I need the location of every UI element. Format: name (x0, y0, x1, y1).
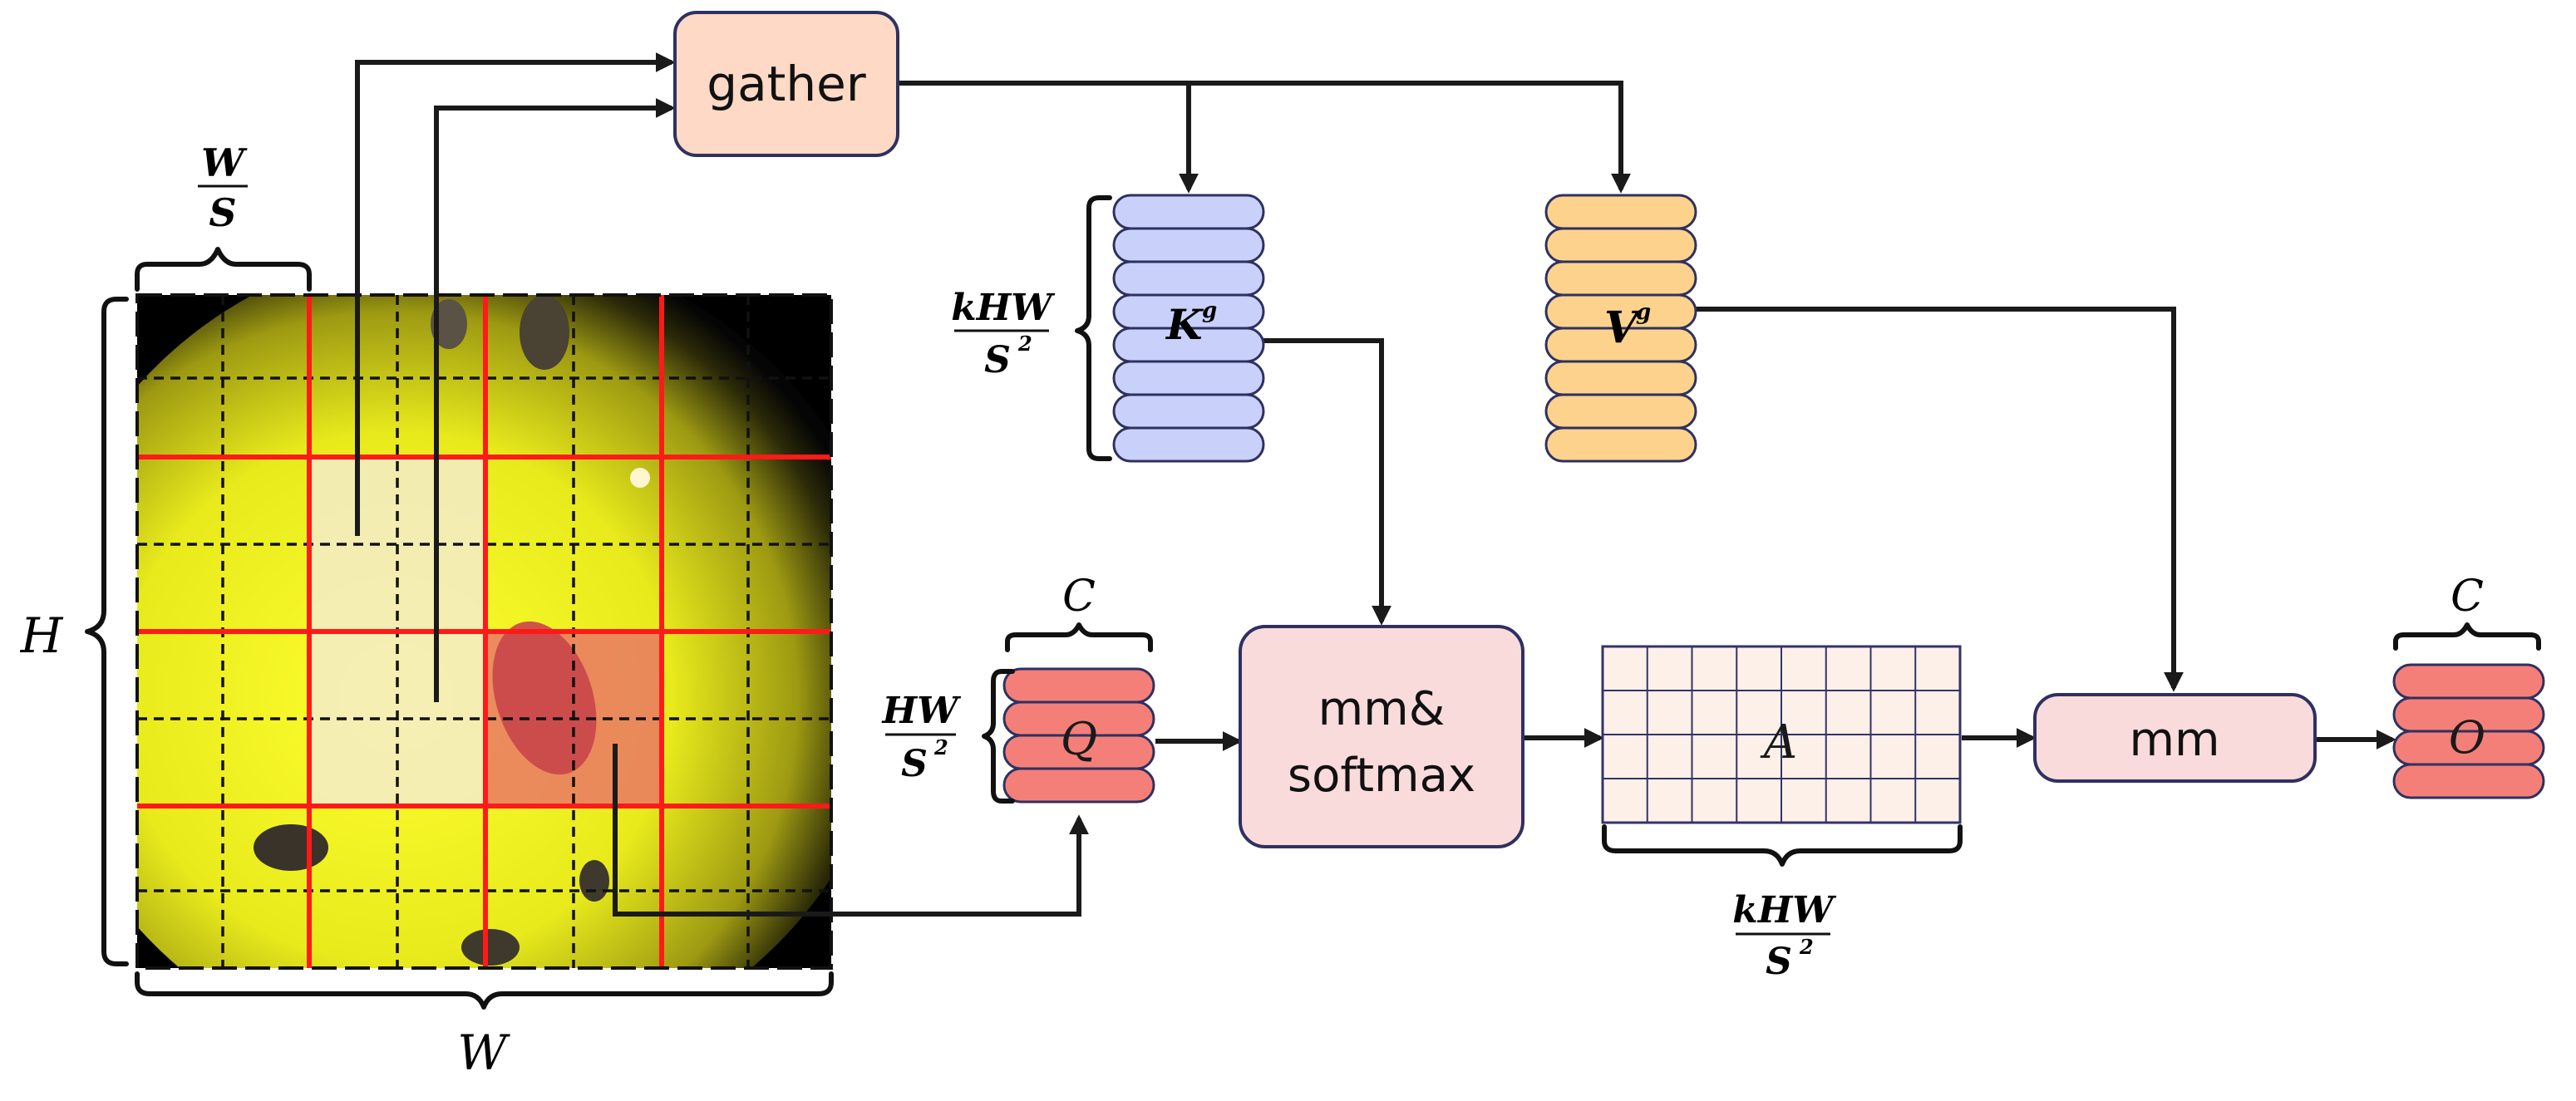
query-rows-numerator: HW (881, 690, 963, 732)
arrow-gather-to-value (898, 81, 1631, 194)
attention-cols-exponent: 2 (1799, 935, 1814, 959)
key-symbol-superscript: g (1202, 298, 1217, 323)
output-stack-row (2392, 763, 2545, 799)
arrow-region-1-to-gather (355, 52, 676, 536)
value-stack-row (1544, 227, 1697, 263)
image-height-brace (85, 297, 129, 966)
insect-top-left (431, 299, 467, 349)
input-image (135, 293, 833, 970)
key-rows-label: kHW S 2 (951, 287, 1056, 381)
key-stack-row (1112, 227, 1265, 263)
mm-softmax-label-line-2: softmax (1288, 749, 1475, 803)
value-stack-row (1544, 393, 1697, 430)
region-width-numerator: W (201, 140, 248, 185)
value-stack-row (1544, 360, 1697, 396)
value-stack-row (1544, 194, 1697, 230)
mm-softmax-box (1239, 625, 1524, 848)
connectors (355, 52, 2396, 917)
reflection (630, 468, 650, 488)
key-symbol: K g (1165, 298, 1217, 349)
attention-matrix (1601, 645, 1962, 824)
region-grid-lines (137, 295, 831, 968)
key-stack-row (1112, 360, 1265, 396)
query-stack (1002, 667, 1155, 804)
value-stack-row (1544, 426, 1697, 463)
arrow-value-to-mm (1696, 307, 2184, 692)
value-stack-row (1544, 260, 1697, 297)
value-symbol: V g (1604, 300, 1651, 353)
attention-cols-denominator: S (1766, 941, 1792, 983)
attention-cols-brace (1602, 824, 1963, 867)
mm-label: mm (2129, 713, 2219, 767)
region-width-denominator: S (209, 190, 236, 235)
arrow-key-to-mm-softmax (1263, 338, 1391, 626)
value-symbol-main: V (1604, 302, 1642, 353)
attention-cols-numerator: kHW (1732, 889, 1837, 931)
insect-top (520, 295, 569, 370)
gather-node: gather (673, 11, 899, 157)
query-rows-denominator: S (901, 743, 928, 785)
insect-bottom-left (254, 824, 328, 871)
query-channels-label: C (1062, 572, 1096, 622)
key-rows-numerator: kHW (951, 287, 1056, 329)
output-channels-brace (2393, 622, 2541, 651)
value-symbol-superscript: g (1636, 300, 1651, 325)
query-rows-label: HW S 2 (881, 690, 963, 785)
attention-cols-label: kHW S 2 (1732, 889, 1837, 983)
query-stack-row (1002, 767, 1155, 804)
image-border (135, 293, 833, 970)
region-width-brace (135, 247, 312, 292)
image-width-brace (135, 971, 834, 1010)
gather-label: gather (707, 56, 866, 112)
gather-box (673, 11, 899, 157)
key-stack-row (1112, 393, 1265, 430)
output-stack-row (2392, 663, 2545, 700)
insect-bottom-right (579, 860, 609, 902)
key-stack-row (1112, 426, 1265, 463)
query-symbol: Q (1061, 713, 1097, 765)
mm-softmax-label-line-1: mm& (1318, 682, 1446, 736)
arrow-region-2-to-gather (434, 98, 676, 702)
key-rows-brace (1075, 195, 1112, 461)
mm-box (2033, 693, 2317, 783)
image-height-label: H (20, 607, 64, 664)
key-stack (1112, 194, 1265, 463)
mm-softmax-node: mm& softmax (1239, 625, 1524, 848)
region-width-label: W S (198, 140, 248, 235)
output-stack (2392, 663, 2545, 799)
key-rows-denominator: S (984, 339, 1011, 381)
key-symbol-main: K (1165, 300, 1204, 349)
value-stack (1544, 194, 1697, 463)
attention-symbol: A (1760, 715, 1797, 769)
key-rows-exponent: 2 (1017, 332, 1032, 356)
query-rows-exponent: 2 (933, 735, 948, 759)
image-width-label: W (457, 1025, 510, 1081)
insect-bottom (461, 929, 520, 966)
query-channels-brace (1005, 622, 1153, 652)
arrow-region-to-query (613, 744, 1089, 917)
key-stack-row (1112, 260, 1265, 297)
mm-node: mm (2033, 693, 2317, 783)
output-channels-label: C (2450, 572, 2484, 622)
query-stack-row (1002, 667, 1155, 704)
insect-body (492, 621, 597, 775)
query-rows-brace (982, 669, 1015, 804)
output-symbol: O (2449, 711, 2485, 764)
key-stack-row (1112, 194, 1265, 230)
